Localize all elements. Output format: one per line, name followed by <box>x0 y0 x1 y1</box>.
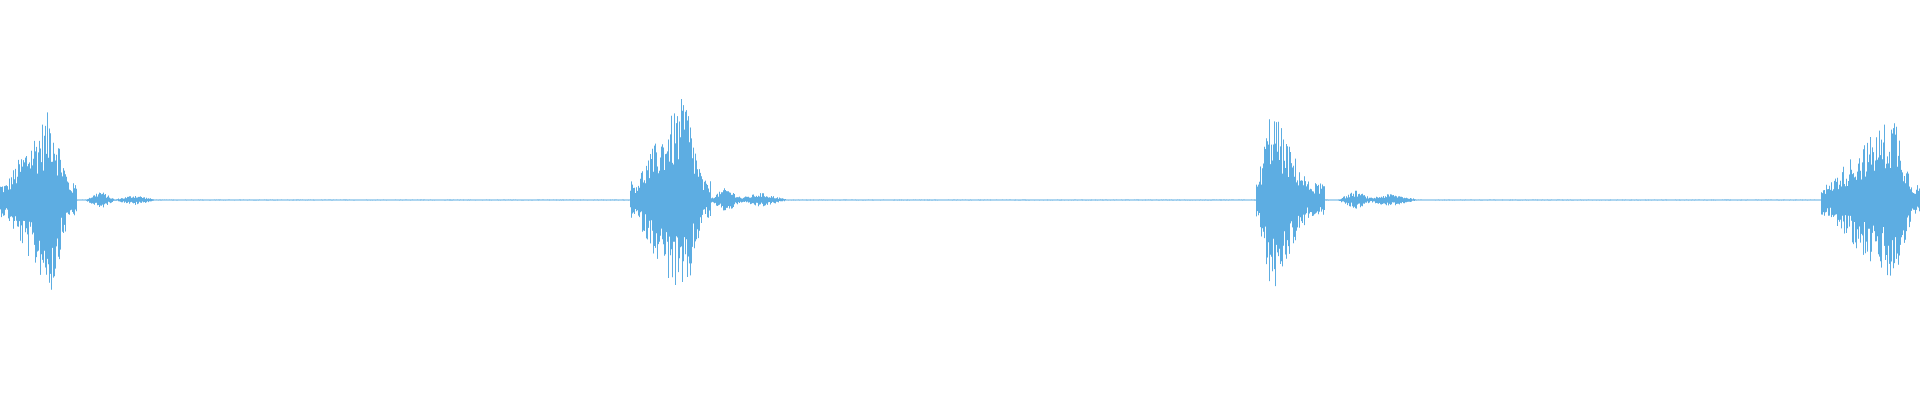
waveform-bars <box>0 99 1920 290</box>
